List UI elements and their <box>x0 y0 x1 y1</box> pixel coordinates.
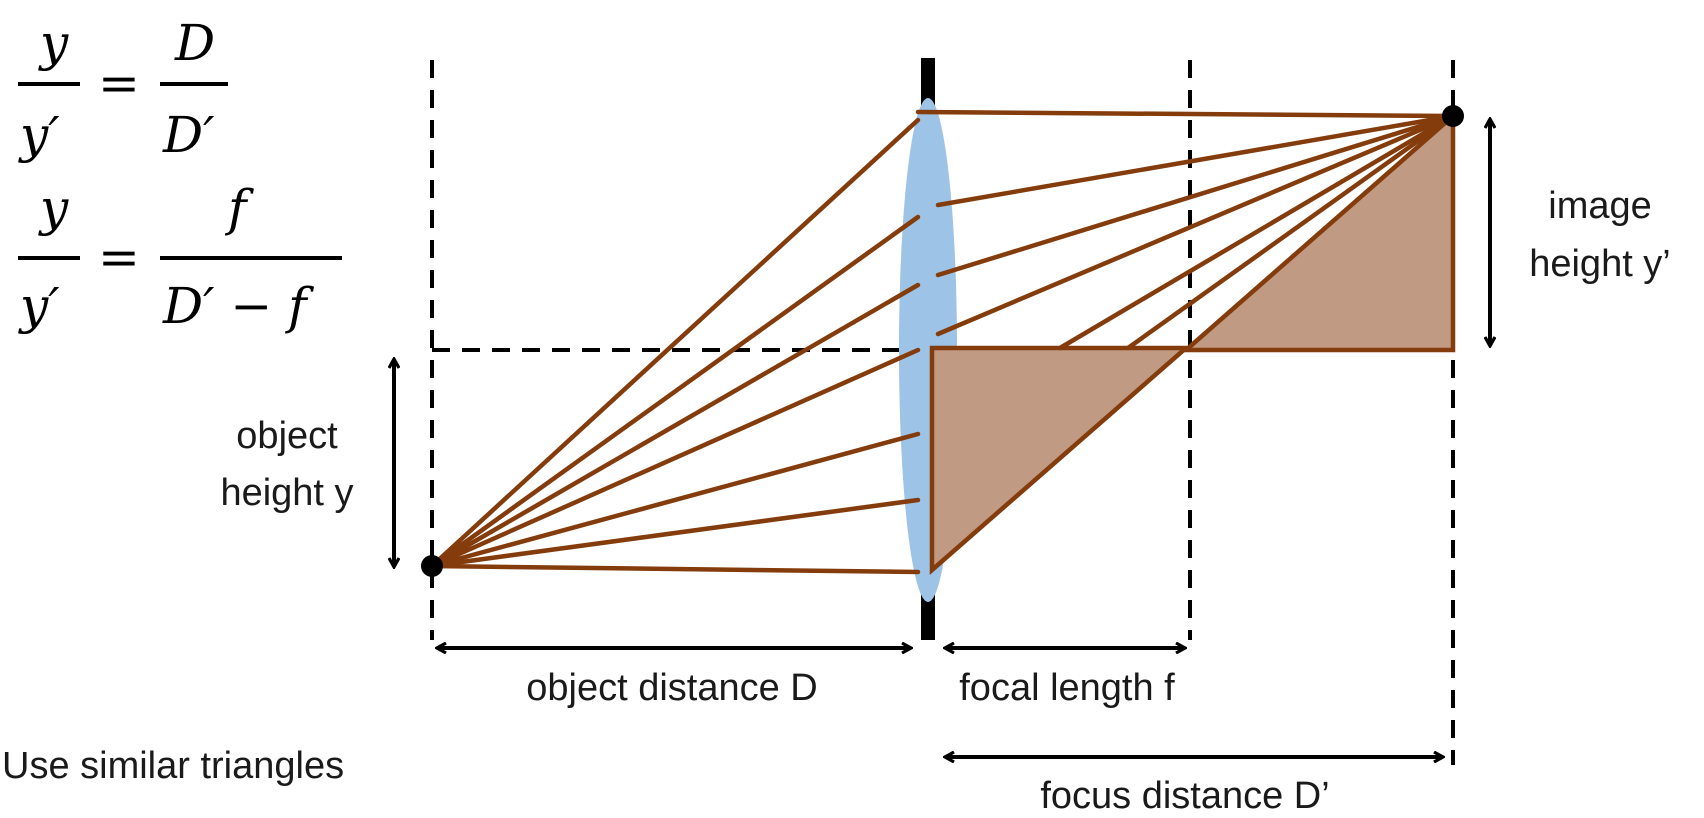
image-height-label-line1: image <box>1548 185 1652 227</box>
ray-image-4 <box>935 113 1456 337</box>
image-rays <box>915 109 1456 351</box>
formula1-denominator-right: D′ <box>162 106 215 164</box>
image-height-label-line2: height y’ <box>1529 243 1671 285</box>
ray-object-5 <box>429 431 921 569</box>
formula-focal-ratio: y y′ = f D′ − f <box>18 179 342 335</box>
ray-object-2 <box>429 214 921 569</box>
ray-object-3 <box>429 282 921 569</box>
ray-image-6 <box>1125 113 1456 351</box>
focus-distance-label: focus distance D’ <box>1040 775 1329 817</box>
image-point <box>1442 105 1464 127</box>
object-height-label-line2: height y <box>220 472 353 514</box>
formula-object-image-ratio: y y′ = D D′ <box>18 14 228 164</box>
ray-image-1 <box>915 109 1456 119</box>
formula2-numerator-left: y <box>38 179 69 237</box>
formula2-denominator-left: y′ <box>18 277 60 335</box>
ray-image-3 <box>935 113 1456 278</box>
object-height-label-line1: object <box>236 415 338 457</box>
formula2-equals-sign: = <box>98 228 140 286</box>
object-rays <box>429 117 921 575</box>
object-distance-label: object distance D <box>526 667 818 709</box>
formula1-numerator-right: D <box>174 14 215 72</box>
ray-object-6 <box>429 497 921 569</box>
formula1-denominator-left: y′ <box>18 106 60 164</box>
formula1-equals-sign: = <box>98 54 140 112</box>
image-side-triangle <box>1180 111 1456 353</box>
lens-side-triangle <box>929 345 1192 575</box>
formula2-denominator-right: D′ − f <box>162 277 314 335</box>
hint-text: Use similar triangles <box>2 745 344 787</box>
ray-object-7 <box>429 563 921 575</box>
focal-length-label: focal length f <box>959 667 1175 709</box>
formula2-numerator-right: f <box>224 179 254 237</box>
ray-object-1 <box>429 117 921 569</box>
formula1-numerator-left: y <box>38 14 69 72</box>
ray-object-4 <box>429 347 921 569</box>
ray-image-5 <box>1057 113 1456 351</box>
ray-image-2 <box>935 113 1456 208</box>
object-point <box>421 555 443 577</box>
